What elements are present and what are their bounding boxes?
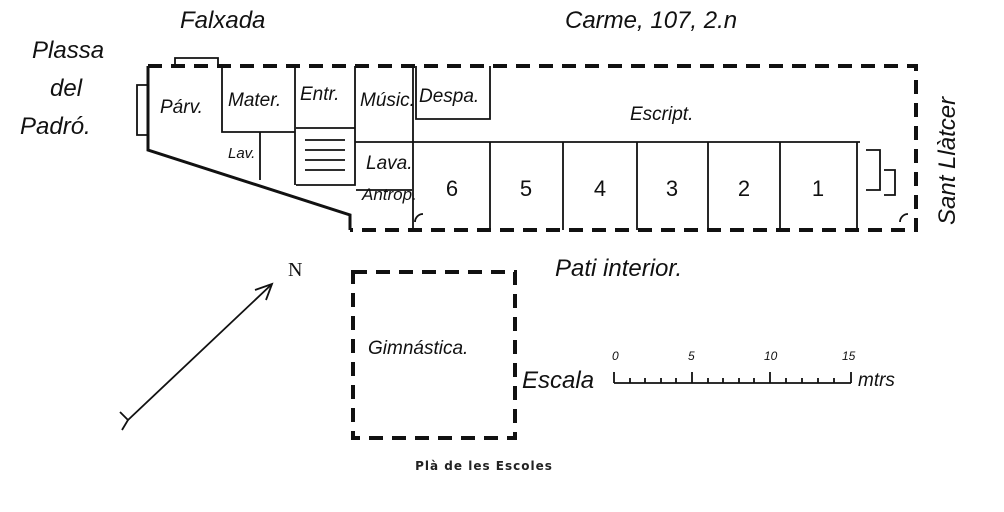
- scale-label: Escala: [522, 367, 594, 394]
- room-mater: Mater.: [228, 90, 281, 111]
- scale-tick-5: 5: [688, 349, 695, 363]
- facade-label: Falxada: [180, 7, 265, 34]
- north-arrow-icon: [119, 282, 274, 431]
- room-lava: Lava.: [366, 153, 412, 174]
- classroom-5: 5: [520, 176, 532, 201]
- classroom-3: 3: [666, 176, 678, 201]
- courtyard-label: Pati interior.: [555, 255, 682, 282]
- classroom-4: 4: [594, 176, 606, 201]
- square-label-line1: Plassa: [32, 37, 104, 64]
- scale-tick-10: 10: [764, 349, 778, 363]
- scale-unit: mtrs: [858, 370, 895, 391]
- room-despa: Despa.: [419, 86, 479, 107]
- square-label-line2: del: [50, 75, 83, 102]
- room-lav: Lav.: [228, 145, 255, 162]
- room-parv: Párv.: [160, 97, 203, 118]
- room-gym: Gimnástica.: [368, 338, 468, 359]
- building-outline: [136, 57, 918, 232]
- classroom-2: 2: [738, 176, 750, 201]
- gymnasium: [351, 270, 517, 440]
- room-entr: Entr.: [300, 84, 339, 105]
- room-music: Músic.: [360, 90, 415, 111]
- classroom-1: 1: [812, 176, 824, 201]
- plan-caption: Plà de les Escoles: [415, 459, 553, 473]
- room-antrop: Antrop.: [361, 185, 417, 204]
- room-escript: Escript.: [630, 104, 693, 125]
- interior-walls: [221, 66, 909, 230]
- north-label: N: [288, 259, 302, 281]
- address-label: Carme, 107, 2.n: [565, 7, 737, 34]
- classroom-6: 6: [446, 176, 458, 201]
- side-street-label: Sant Llàtcer: [934, 96, 961, 225]
- square-label-line3: Padró.: [20, 113, 91, 140]
- scale-tick-15: 15: [842, 349, 856, 363]
- scale-bar: [613, 372, 852, 384]
- scale-tick-0: 0: [612, 349, 619, 363]
